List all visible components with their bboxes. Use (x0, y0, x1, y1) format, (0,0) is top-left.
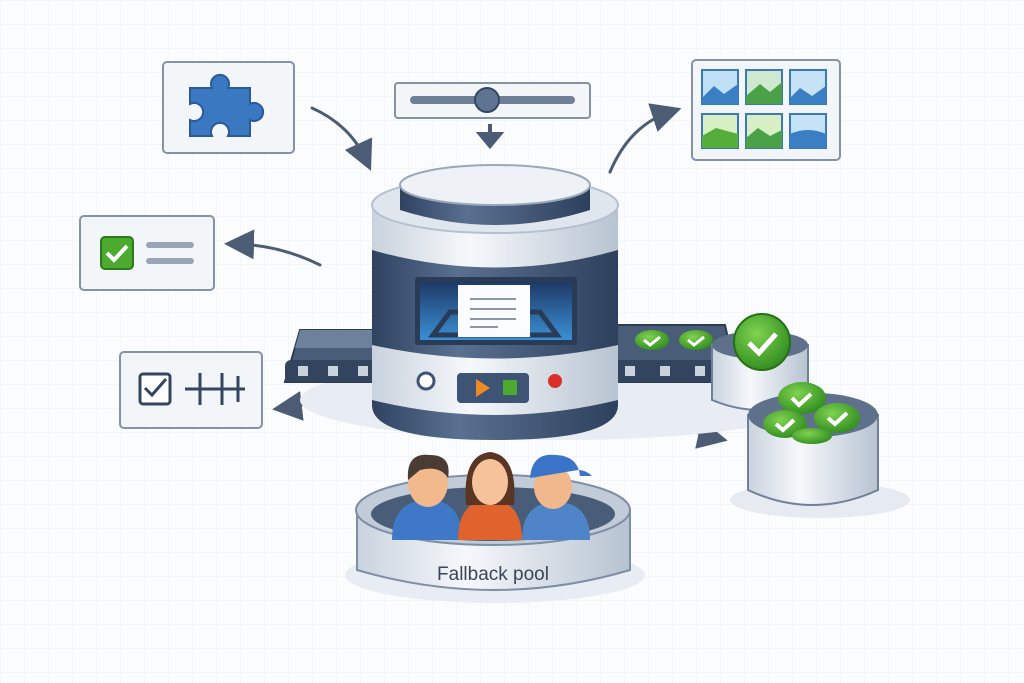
down-arrow-icon (475, 124, 505, 150)
left-conveyor (283, 329, 386, 383)
arrow-puzzle-to-machine (310, 106, 373, 171)
large-bowl (730, 382, 910, 518)
image-grid-icon (701, 69, 827, 149)
check-ball-icon (778, 382, 826, 414)
play-icon (476, 379, 490, 397)
slider-knob (474, 87, 500, 113)
power-button-icon (416, 371, 436, 391)
check-ball-icon (814, 403, 860, 433)
check-ball-icon (792, 428, 832, 444)
fallback-pool: Fallback pool (345, 452, 645, 603)
approved-item-icon (635, 330, 669, 350)
image-grid-card (691, 59, 841, 161)
slider-card (394, 82, 591, 150)
people-icon (392, 452, 592, 540)
checkbox-sliders-card (119, 351, 263, 429)
person-middle (458, 452, 522, 540)
person-left (392, 454, 462, 540)
document-icon (458, 285, 530, 337)
check-ball-icon (763, 410, 807, 438)
stop-square-icon (503, 380, 517, 395)
approved-item-icon (679, 330, 713, 350)
puzzle-icon (189, 73, 265, 137)
person-right (522, 454, 592, 540)
puzzle-card (162, 61, 295, 154)
sliders-icon (185, 373, 245, 405)
processing-machine-icon (371, 164, 619, 440)
check-ball-icon (733, 313, 791, 371)
arrow-machine-to-checklist (224, 229, 322, 267)
pool-label: Fallback pool (437, 564, 549, 585)
checkbox-checked-icon (100, 236, 134, 270)
right-conveyor (595, 324, 740, 383)
checklist-card (79, 215, 215, 291)
red-light-icon (548, 374, 562, 388)
arrow-machine-to-images (608, 103, 682, 174)
